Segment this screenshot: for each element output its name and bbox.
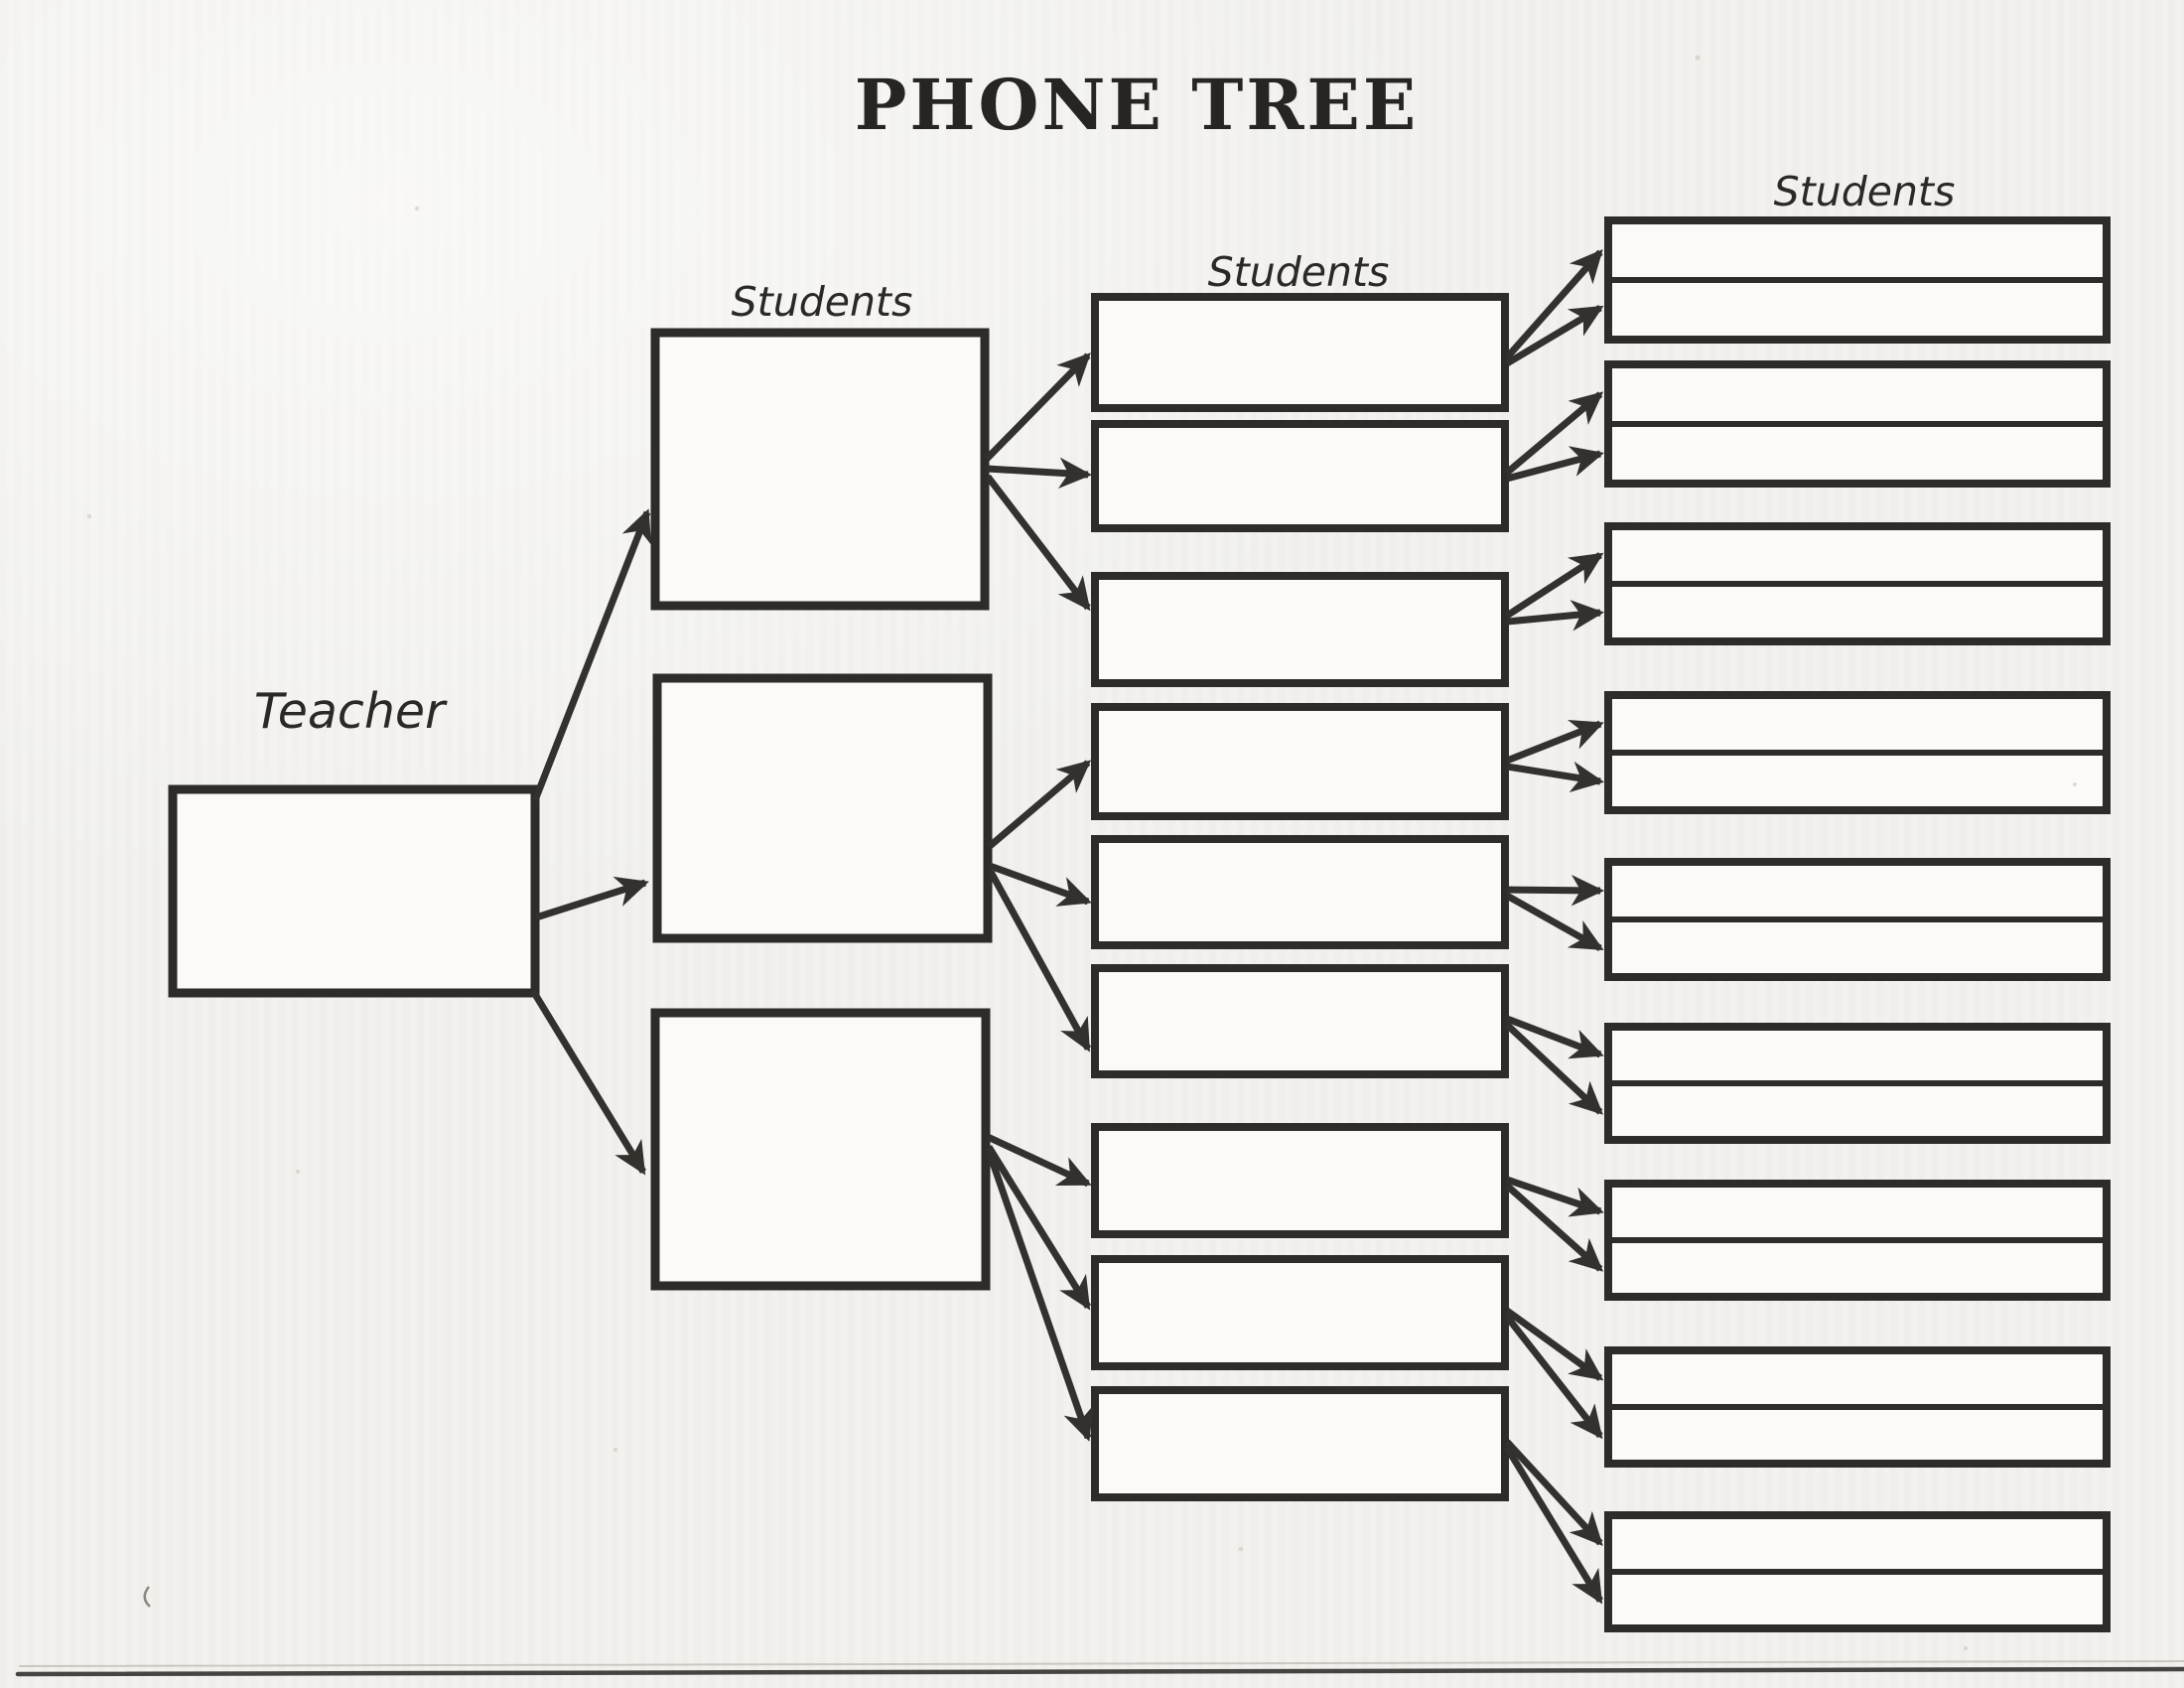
arrow-level2-1-to-level3-1 — [984, 352, 1091, 462]
level4-pair-9 — [1604, 1511, 2111, 1632]
arrow-level3-4-to-pair4-top — [1505, 720, 1604, 765]
level3-student-nodes — [1091, 293, 1509, 1501]
arrow-level3-6-to-pair6-bottom — [1504, 1022, 1603, 1115]
level4-pair-3 — [1604, 522, 2111, 645]
arrow-level2-2-to-level3-4 — [986, 760, 1092, 850]
arrow-level3-6-to-pair6-top — [1505, 1015, 1604, 1059]
teacher-node — [168, 784, 540, 998]
level3-box-6 — [1091, 964, 1509, 1078]
arrow-level2-3-to-level3-7 — [986, 1133, 1092, 1188]
arrow-teacher-to-level2-2 — [534, 876, 649, 921]
connector-arrows — [530, 248, 1605, 1605]
students-label-level4: Students — [1774, 168, 1956, 215]
arrow-level3-3-to-pair3-top — [1505, 552, 1604, 619]
level2-box-3 — [650, 1008, 991, 1291]
level4-pair-7 — [1604, 1180, 2111, 1301]
level3-box-7 — [1091, 1123, 1509, 1238]
page-title: PHONE TREE — [855, 64, 1419, 146]
arrow-level3-5-to-pair5-bottom — [1505, 892, 1604, 952]
arrow-level3-2-to-pair2-bottom — [1506, 446, 1604, 483]
level4-pair-4 — [1604, 691, 2111, 814]
arrow-level3-9-to-pair9-top — [1504, 1439, 1603, 1547]
scan-artifacts — [15, 55, 2184, 1677]
arrow-teacher-to-level2-3 — [530, 989, 646, 1176]
level3-box-1 — [1091, 293, 1509, 412]
level4-pair-5 — [1604, 858, 2111, 981]
teacher-box — [168, 784, 540, 998]
students-label-level2: Students — [732, 278, 913, 326]
level4-pair-8 — [1604, 1346, 2111, 1468]
level3-box-3 — [1091, 572, 1509, 687]
arrow-level3-3-to-pair3-bottom — [1506, 600, 1605, 632]
level3-box-8 — [1091, 1255, 1509, 1370]
arrow-level3-8-to-pair8-top — [1504, 1308, 1604, 1381]
arrow-level3-2-to-pair2-top — [1504, 391, 1604, 476]
level3-box-5 — [1091, 835, 1509, 949]
arrow-level2-1-to-level3-3 — [985, 474, 1091, 612]
arrow-level2-2-to-level3-5 — [988, 862, 1092, 907]
arrow-level3-7-to-pair7-bottom — [1504, 1183, 1604, 1272]
arrow-teacher-to-level2-1 — [531, 508, 652, 802]
arrow-level2-3-to-level3-8 — [986, 1145, 1091, 1311]
level4-pair-2 — [1604, 360, 2111, 488]
level4-student-pairs — [1604, 216, 2111, 1632]
pen-smudge — [143, 1586, 151, 1608]
level3-box-9 — [1091, 1386, 1509, 1501]
arrow-level3-1-to-pair1-top — [1504, 248, 1603, 360]
arrow-level3-4-to-pair4-bottom — [1506, 761, 1605, 792]
level4-pair-6 — [1604, 1023, 2111, 1144]
level3-box-4 — [1091, 703, 1509, 820]
level2-student-nodes — [650, 328, 993, 1291]
arrow-level3-9-to-pair9-bottom — [1504, 1446, 1603, 1605]
level3-box-2 — [1091, 420, 1509, 532]
arrow-level2-2-to-level3-6 — [987, 870, 1092, 1053]
level4-pair-1 — [1604, 216, 2111, 344]
arrow-level2-1-to-level3-2 — [986, 457, 1093, 490]
teacher-label: Teacher — [254, 683, 448, 740]
students-label-level3: Students — [1208, 248, 1390, 296]
arrow-level2-3-to-level3-9 — [986, 1152, 1094, 1442]
arrow-level3-5-to-pair5-top — [1506, 874, 1605, 907]
scan-noise — [86, 55, 2077, 1650]
scan-edge-shadow — [19, 1660, 2184, 1667]
level2-box-2 — [652, 673, 993, 943]
arrow-level3-7-to-pair7-top — [1505, 1176, 1604, 1217]
scan-edge-line — [15, 1666, 2184, 1677]
arrow-level3-8-to-pair8-bottom — [1504, 1314, 1603, 1440]
arrow-level3-1-to-pair1-bottom — [1505, 304, 1604, 367]
level2-box-1 — [650, 328, 990, 611]
